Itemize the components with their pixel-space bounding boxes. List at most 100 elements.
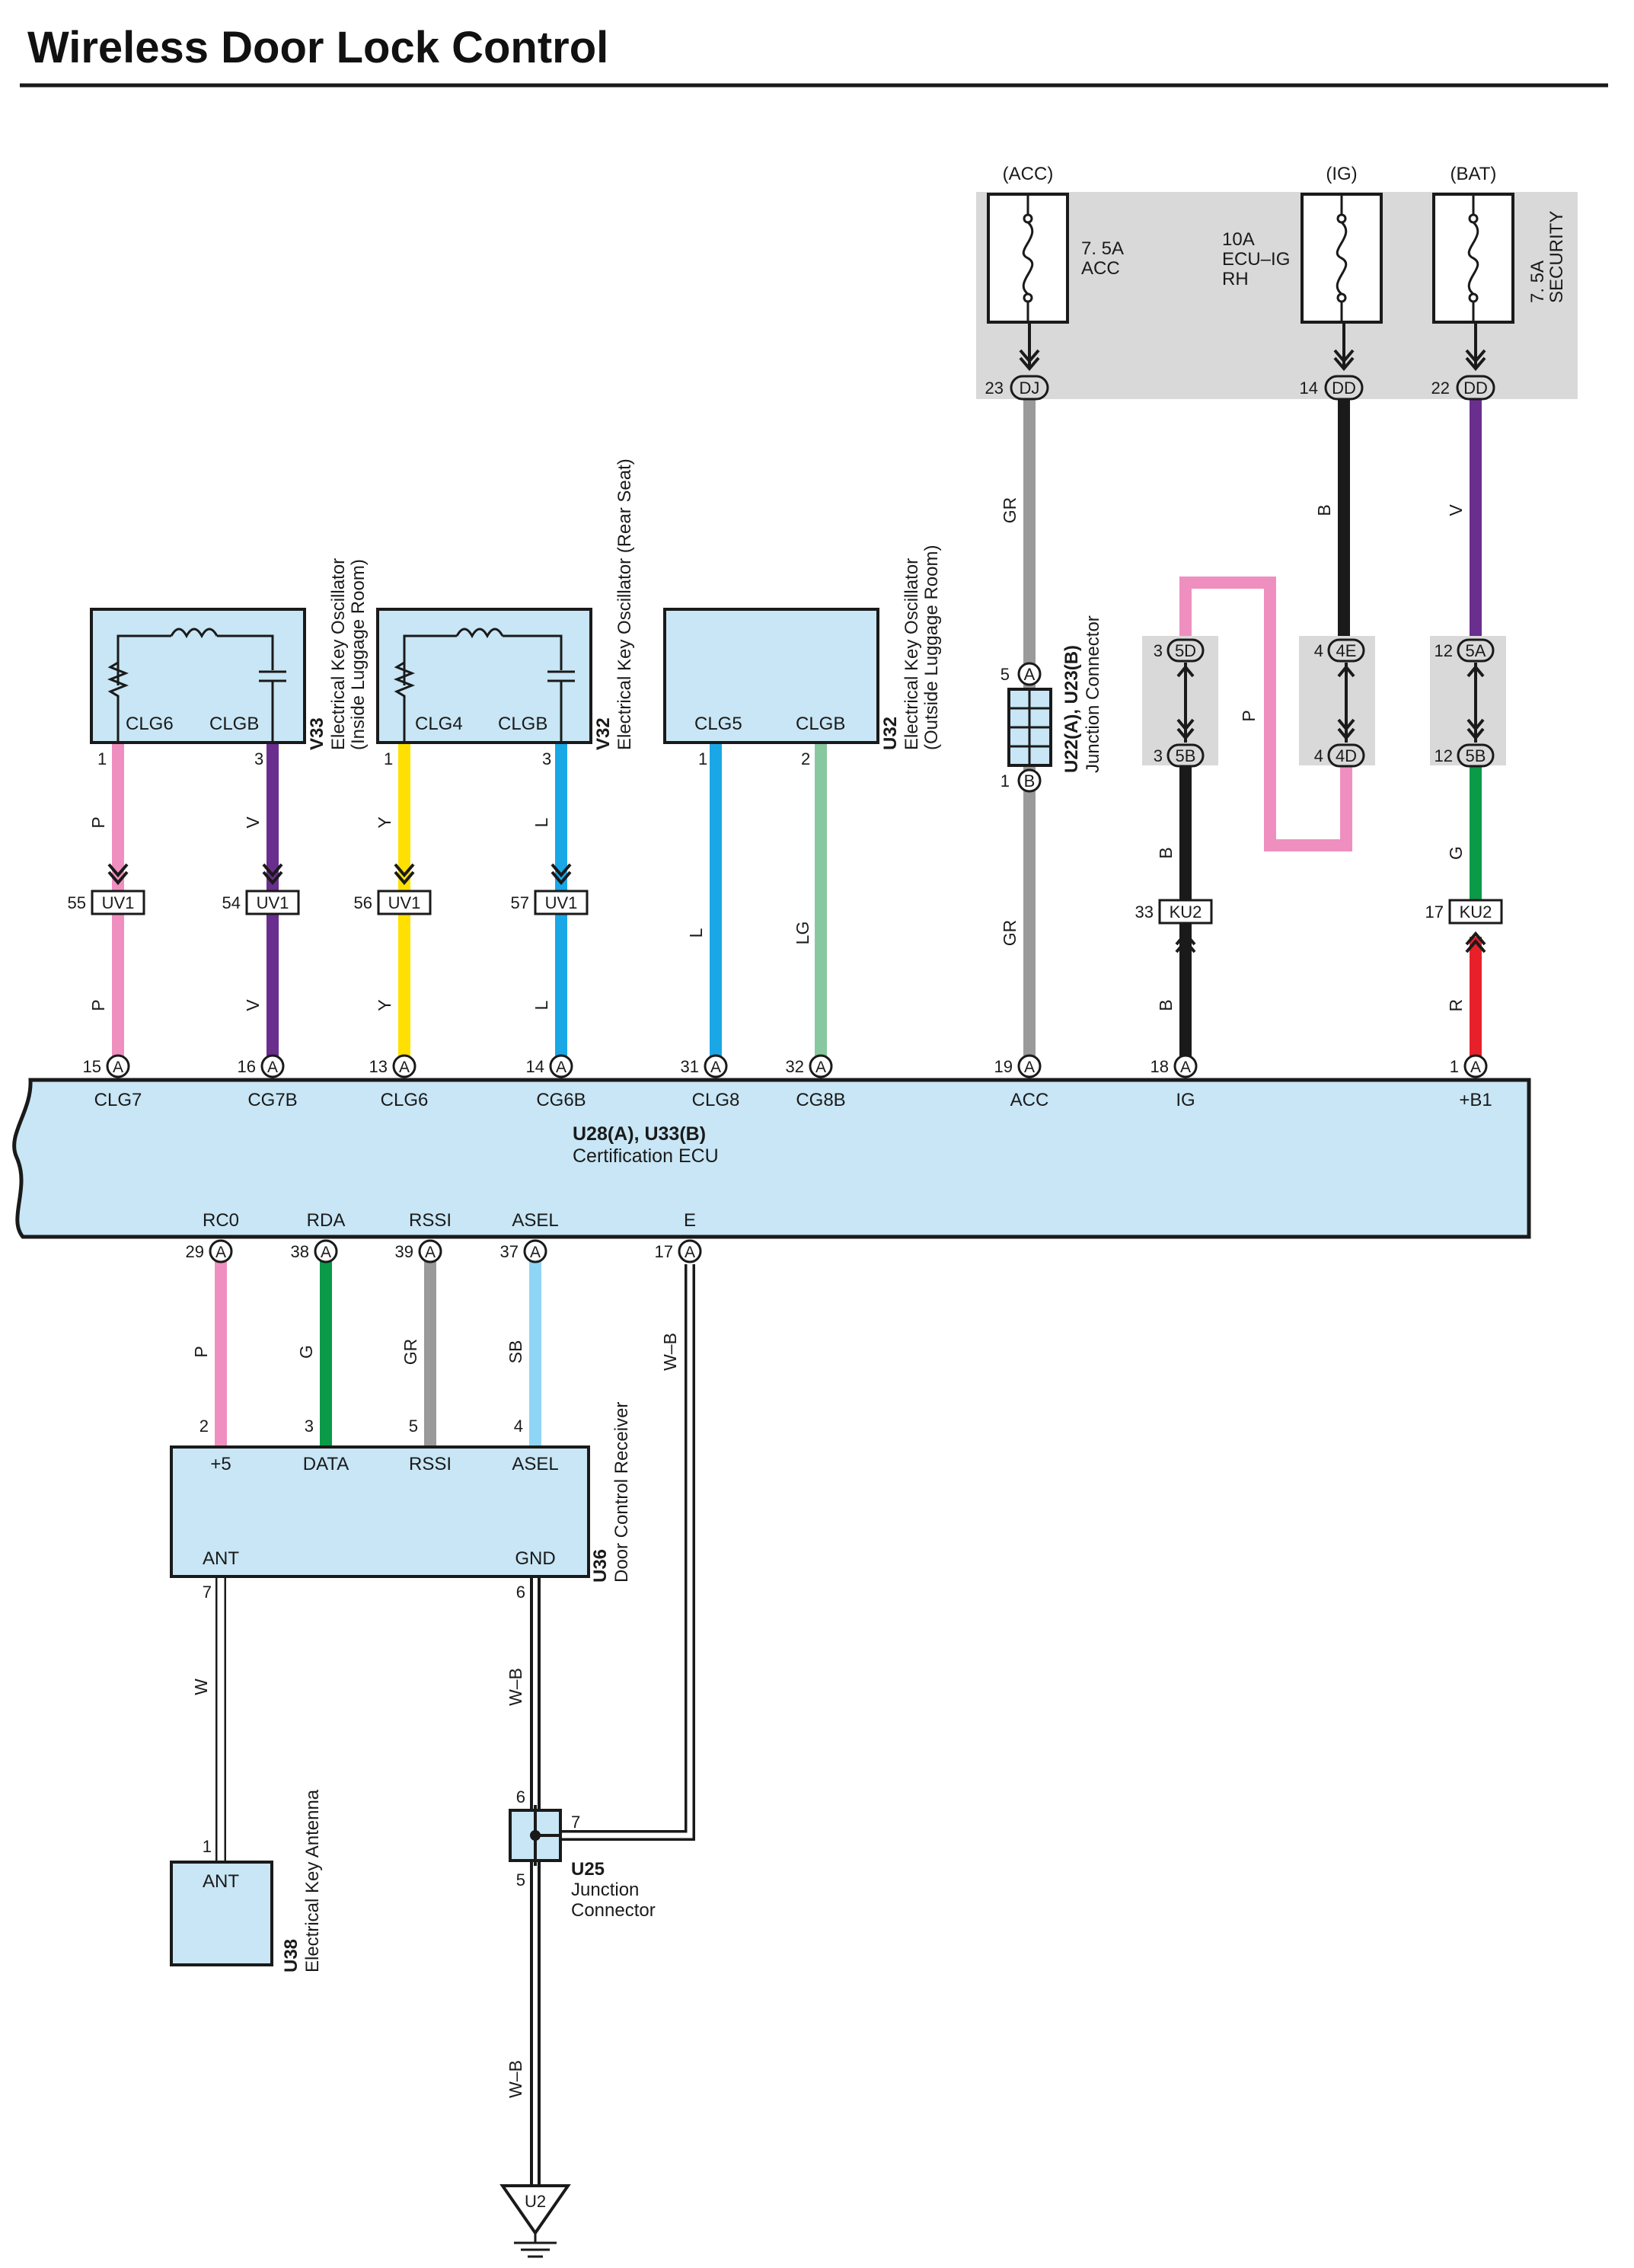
u25-name-1: Junction [571,1880,639,1900]
fuse-ig-connector: DD 14 [1300,322,1364,401]
junction-pin-bottom: 3 [1154,746,1163,765]
ku2-pin: 33 [1135,902,1154,922]
uv1-pin: 56 [354,893,372,912]
junction-label-top: 5D [1175,641,1196,660]
junction-label-bottom: 5B [1466,746,1486,765]
ecu-pin-conn: A [685,1244,695,1261]
junction-pin-bottom: 12 [1435,746,1453,765]
certification-ecu: U28(A), U33(B) Certification ECU [12,1078,1531,1239]
ecu-pin-conn: A [399,1059,410,1076]
ecu-id: U28(A), U33(B) [573,1123,706,1145]
receiver-pin-ant: ANT [203,1548,239,1569]
ecu-pin-label: E [684,1210,696,1231]
fuse-bat-name: SECURITY [1546,211,1567,303]
v33-pin-clg6: CLG6 [126,714,174,734]
junction-pin-bottom: 4 [1314,746,1323,765]
antenna-id: U38 [281,1939,302,1973]
uv1-pin: 57 [511,893,529,912]
wire-color-label: G [1446,846,1466,860]
oscillator-u32: CLG5 CLGB 1 2 U32 Electrical Key Oscilla… [663,545,942,768]
wire-color-label: SB [506,1340,525,1364]
fuse-acc-header: (ACC) [1003,164,1054,184]
fuse-acc-rating: 7. 5A [1081,238,1124,259]
v32-pin-clg4: CLG4 [415,714,463,734]
u22-conn-a: A [1024,665,1036,684]
junction-label-top: 4E [1336,641,1357,660]
wire-color-label: V [243,816,263,829]
fuse-acc-connector: DJ 23 [985,322,1049,401]
ecu-pin-num: 37 [500,1242,519,1261]
ecu-pin-num: 15 [83,1057,101,1076]
uv1-label: UV1 [257,893,289,912]
fuse-ig-rating: 10A [1222,229,1255,250]
oscillator-v32: CLG4 CLGB 1 3 V32 Electrical Key Oscilla… [376,458,635,768]
v33-num-1: 1 [97,749,107,768]
fuse-ig-header: (IG) [1326,164,1357,184]
wire-color-label: P [88,999,108,1011]
u32-sub: (Outside Luggage Room) [921,545,942,750]
wire-color-label: V [243,999,263,1011]
u22-id: U22(A), U23(B) [1061,645,1082,773]
junction-pin-top: 12 [1435,641,1453,660]
ecu-pin-conn: A [321,1244,331,1261]
fuse-bat-pin: 22 [1431,379,1450,398]
wire-color-label: P [88,816,108,828]
ecu-pin-label: CLG7 [94,1090,142,1110]
u25-pin-6: 6 [516,1787,525,1806]
wire-color-label: W [191,1679,211,1695]
ecu-pin-num: 32 [786,1057,804,1076]
door-control-receiver: +5 DATA RSSI ASEL 2 3 5 4 ANT GND 7 6 U3… [170,1402,632,1602]
ecu-pin-conn: A [267,1059,278,1076]
wire-color-label: R [1446,999,1466,1012]
v32-num-3: 3 [542,749,551,768]
receiver-num-2: 2 [199,1417,209,1436]
receiver-pin-rssi: RSSI [409,1454,452,1474]
u25-pin-7: 7 [571,1813,580,1832]
wire-color-label: L [531,1000,551,1010]
receiver-num-5: 5 [409,1417,418,1436]
wire-color-label: V [1446,504,1466,516]
ecu-pin-label: ACC [1010,1090,1049,1110]
ecu-pin-conn: A [530,1244,541,1261]
ecu-pin-num: 29 [186,1242,204,1261]
electrical-key-antenna: ANT 1 U38 Electrical Key Antenna [170,1789,323,1973]
ecu-pin-label: RC0 [203,1210,239,1231]
u32-pin-clgb: CLGB [796,714,845,734]
ground-label: U2 [525,2192,546,2211]
fuse-bat-connector: DD 22 [1431,322,1495,401]
junction-label-top: 5A [1466,641,1486,660]
ecu-pin-conn: A [425,1244,436,1261]
wire-color-label: B [1314,504,1334,516]
receiver-num-3: 3 [305,1417,314,1436]
wire-color-label: GR [1000,497,1020,524]
receiver-name: Door Control Receiver [611,1402,632,1583]
u32-pin-clg5: CLG5 [694,714,742,734]
u32-num-1: 1 [698,749,707,768]
ku2-pin: 17 [1425,902,1444,922]
v32-id: V32 [593,717,614,750]
wire-color-label: Y [375,999,394,1011]
wire-color-label: L [686,928,706,938]
v33-id: V33 [307,717,327,750]
u22-pin-1: 1 [1001,771,1010,791]
antenna-pin-num: 1 [203,1837,212,1856]
uv1-label: UV1 [102,893,135,912]
v33-sub: (Inside Luggage Room) [348,559,369,750]
wire-color-label: GR [1000,920,1020,947]
ecu-pin-label: RSSI [409,1210,452,1231]
ecu-pin-num: 1 [1450,1057,1459,1076]
ecu-pin-num: 31 [681,1057,699,1076]
ecu-pin-conn: A [1470,1059,1481,1076]
v32-pin-clgb: CLGB [498,714,547,734]
